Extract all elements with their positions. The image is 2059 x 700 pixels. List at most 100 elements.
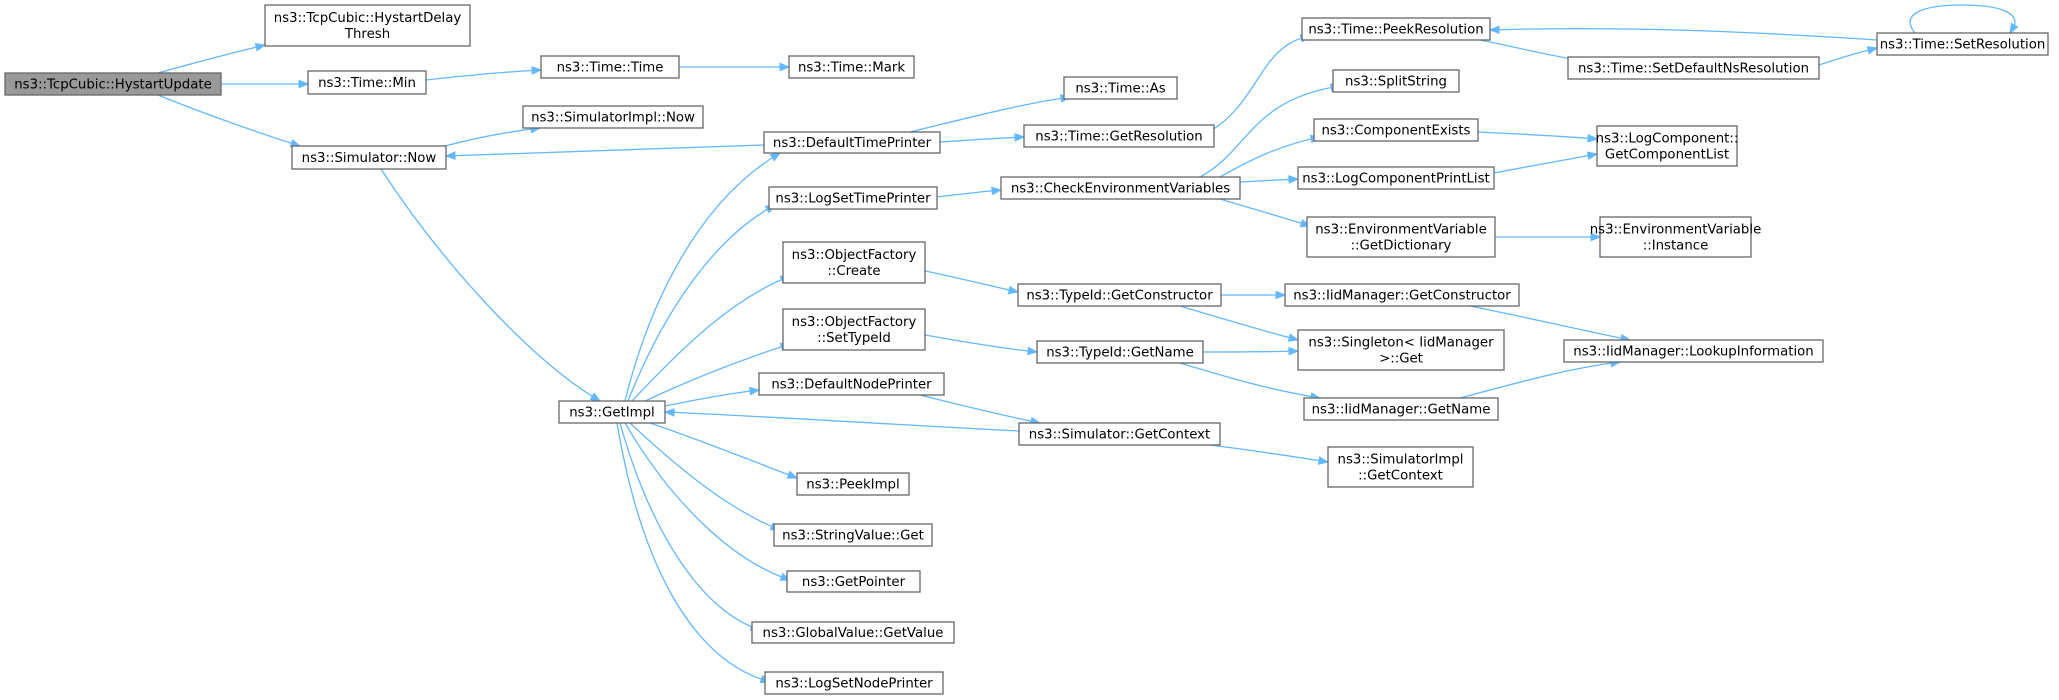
node-sim-getcontext[interactable]: ns3::Simulator::GetContext bbox=[1018, 422, 1221, 446]
node-default-time-printer[interactable]: ns3::DefaultTimePrinter bbox=[763, 131, 941, 154]
node-box bbox=[788, 55, 915, 79]
node-label: ns3::DefaultNodePrinter bbox=[771, 378, 932, 393]
node-singleton-get[interactable]: ns3::Singleton< IidManager>::Get bbox=[1297, 329, 1505, 371]
node-iidmanager-getconstructor[interactable]: ns3::IidManager::GetConstructor bbox=[1284, 283, 1520, 307]
node-componentexists[interactable]: ns3::ComponentExists bbox=[1313, 118, 1479, 142]
arrowhead-icon bbox=[1275, 290, 1287, 300]
node-time-getresolution[interactable]: ns3::Time::GetResolution bbox=[1023, 124, 1215, 148]
edge-time_setresolution-to-time_peekresolution bbox=[1488, 25, 1878, 41]
edge-root-to-sim_now bbox=[157, 94, 302, 148]
edge-root-to-hystart_delay bbox=[157, 43, 267, 74]
edge-envvar_getdictionary-to-envvar_instance bbox=[1495, 232, 1602, 242]
node-envvar-getdictionary[interactable]: ns3::EnvironmentVariable::GetDictionary bbox=[1306, 216, 1496, 258]
edge-line bbox=[919, 394, 1041, 424]
node-box bbox=[1000, 176, 1241, 200]
node-iidmanager-getname[interactable]: ns3::IidManager::GetName bbox=[1303, 397, 1499, 421]
node-box bbox=[1567, 56, 1820, 80]
edge-default_time_printer-to-sim_now bbox=[444, 144, 765, 160]
node-label: ns3::LogComponent:: bbox=[1596, 132, 1739, 147]
arrowhead-icon bbox=[2009, 22, 2019, 35]
arrowhead-icon bbox=[991, 186, 1003, 196]
node-box bbox=[522, 105, 704, 129]
node-time-mark[interactable]: ns3::Time::Mark bbox=[788, 55, 915, 79]
node-log-set-node-printer[interactable]: ns3::LogSetNodePrinter bbox=[764, 671, 944, 695]
node-box bbox=[1036, 340, 1204, 364]
node-iidmanager-lookupinfo[interactable]: ns3::IidManager::LookupInformation bbox=[1563, 339, 1824, 363]
node-label: ::GetContext bbox=[1358, 469, 1443, 484]
node-logcomponent-getcomponentlist[interactable]: ns3::LogComponent::GetComponentList bbox=[1596, 125, 1739, 167]
node-getimpl[interactable]: ns3::GetImpl bbox=[558, 400, 666, 424]
node-typeid-getname[interactable]: ns3::TypeId::GetName bbox=[1036, 340, 1204, 364]
edge-line bbox=[924, 270, 1019, 293]
node-time-time[interactable]: ns3::Time::Time bbox=[540, 55, 680, 79]
node-getpointer[interactable]: ns3::GetPointer bbox=[786, 570, 921, 593]
node-label: Thresh bbox=[344, 27, 390, 42]
edge-objfactory_settypeid-to-typeid_getname bbox=[924, 334, 1039, 356]
node-box bbox=[1023, 124, 1215, 148]
node-objfactory-settypeid[interactable]: ns3::ObjectFactory::SetTypeId bbox=[782, 308, 926, 351]
node-splitstring[interactable]: ns3::SplitString bbox=[1332, 69, 1460, 93]
edge-line bbox=[1489, 27, 1878, 41]
node-box bbox=[1563, 339, 1824, 363]
node-root[interactable]: ns3::TcpCubic::HystartUpdate bbox=[4, 72, 222, 96]
node-typeid-getconstructor[interactable]: ns3::TypeId::GetConstructor bbox=[1017, 283, 1222, 307]
edge-line bbox=[1493, 153, 1598, 174]
edge-line bbox=[380, 168, 601, 402]
edge-line bbox=[924, 334, 1038, 353]
arrowhead-icon bbox=[589, 392, 602, 402]
node-time-setdefaultns[interactable]: ns3::Time::SetDefaultNsResolution bbox=[1567, 56, 1820, 80]
node-objfactory-create[interactable]: ns3::ObjectFactory::Create bbox=[782, 241, 926, 284]
node-time-peekresolution[interactable]: ns3::Time::PeekResolution bbox=[1301, 17, 1491, 41]
node-box bbox=[764, 671, 944, 695]
node-box bbox=[1284, 283, 1520, 307]
arrowhead-icon bbox=[1027, 346, 1039, 356]
node-sim-now[interactable]: ns3::Simulator::Now bbox=[291, 145, 447, 170]
edge-line bbox=[1909, 4, 2016, 34]
node-globalvalue-getvalue[interactable]: ns3::GlobalValue::GetValue bbox=[751, 621, 955, 644]
node-peekimpl[interactable]: ns3::PeekImpl bbox=[796, 472, 910, 496]
node-box bbox=[786, 570, 921, 593]
node-label: ns3::StringValue::Get bbox=[782, 529, 924, 544]
edge-objfactory_create-to-typeid_getconstructor bbox=[924, 270, 1020, 295]
edge-line bbox=[425, 69, 542, 81]
node-default-node-printer[interactable]: ns3::DefaultNodePrinter bbox=[758, 372, 945, 396]
edge-line bbox=[444, 127, 541, 147]
edge-getimpl-to-default_node_printer bbox=[664, 386, 761, 407]
edge-getimpl-to-globalvalue_getvalue bbox=[619, 422, 762, 631]
node-envvar-instance[interactable]: ns3::EnvironmentVariable::Instance bbox=[1590, 216, 1762, 258]
node-label: ::GetDictionary bbox=[1351, 239, 1452, 254]
edge-getimpl-to-peekimpl bbox=[649, 422, 799, 479]
edge-line bbox=[1179, 362, 1321, 399]
arrowhead-icon bbox=[531, 66, 543, 75]
node-time-min[interactable]: ns3::Time::Min bbox=[307, 70, 427, 95]
node-time-as[interactable]: ns3::Time::As bbox=[1063, 76, 1178, 100]
node-label: ::SetTypeId bbox=[817, 331, 891, 346]
node-box bbox=[1301, 17, 1491, 41]
edge-line bbox=[1179, 305, 1299, 341]
edge-line bbox=[1477, 131, 1598, 140]
node-log-set-time-printer[interactable]: ns3::LogSetTimePrinter bbox=[768, 186, 938, 210]
node-label: ns3::TcpCubic::HystartUpdate bbox=[14, 78, 212, 93]
node-box bbox=[1332, 69, 1460, 93]
node-simimpl-getcontext[interactable]: ns3::SimulatorImpl::GetContext bbox=[1327, 446, 1474, 488]
edges-layer bbox=[157, 4, 2019, 684]
node-box bbox=[1876, 32, 2049, 56]
node-label: ns3::SimulatorImpl::Now bbox=[531, 111, 695, 126]
node-check-env-vars[interactable]: ns3::CheckEnvironmentVariables bbox=[1000, 176, 1241, 200]
node-logcomponentprintlist[interactable]: ns3::LogComponentPrintList bbox=[1297, 166, 1495, 190]
arrowhead-icon bbox=[1317, 456, 1330, 465]
node-time-setresolution[interactable]: ns3::Time::SetResolution bbox=[1876, 32, 2049, 56]
node-label: ns3::LogSetNodePrinter bbox=[775, 677, 933, 692]
node-label: ns3::ObjectFactory bbox=[792, 248, 917, 263]
arrowhead-icon bbox=[254, 43, 267, 52]
node-label: ns3::Time::Mark bbox=[798, 61, 905, 76]
edge-time_time-to-time_mark bbox=[679, 62, 791, 72]
edge-logcomponentprintlist-to-logcomponent_getcomponentlist bbox=[1493, 151, 1599, 174]
arrowhead-icon bbox=[298, 79, 310, 89]
node-label: ns3::GlobalValue::GetValue bbox=[763, 626, 944, 641]
edge-line bbox=[1219, 136, 1321, 178]
node-stringvalue-get[interactable]: ns3::StringValue::Get bbox=[773, 523, 933, 547]
node-simimpl-now[interactable]: ns3::SimulatorImpl::Now bbox=[522, 105, 704, 129]
arrowhead-icon bbox=[779, 62, 791, 72]
